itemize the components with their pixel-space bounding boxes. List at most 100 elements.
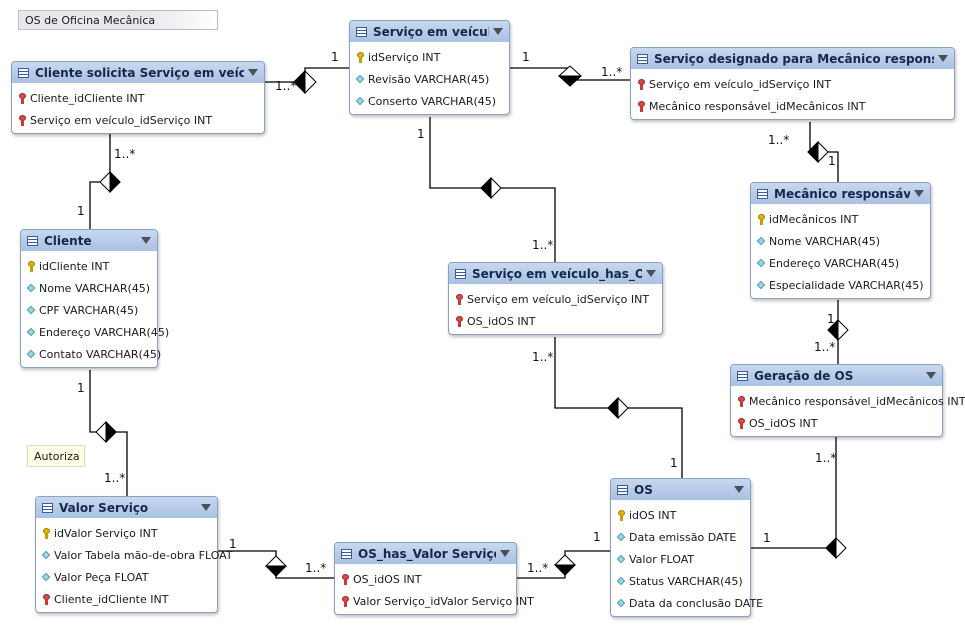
table-header[interactable]: OS_has_Valor Serviço (335, 543, 516, 564)
column-name: Status VARCHAR(45) (629, 574, 743, 588)
column-name: Valor Serviço_idValor Serviço INT (353, 594, 534, 608)
table-title: Mecânico responsável (774, 186, 910, 201)
column-row[interactable]: OS_idOS INT (335, 568, 516, 590)
column-name: idOS INT (629, 508, 677, 522)
table-header[interactable]: Cliente (21, 230, 157, 251)
column-row[interactable]: Mecânico responsável_idMecânicos INT (731, 390, 965, 412)
collapse-arrow-icon[interactable] (734, 486, 744, 493)
table-title: Serviço em veículo (373, 24, 489, 39)
table-cliente[interactable]: Cliente idCliente INT Nome VARCHAR(45)CPF … (20, 229, 169, 368)
column-row[interactable]: Serviço em veículo_idServiço INT (631, 73, 954, 95)
table-title: OS (634, 482, 653, 497)
column-row[interactable]: idServiço INT (350, 46, 509, 68)
column-row[interactable]: idOS INT (611, 504, 750, 526)
column-row[interactable]: Data da conclusão DATE (611, 592, 763, 614)
table-header[interactable]: Valor Serviço (36, 497, 217, 518)
table-servico-designado[interactable]: Serviço designado para Mecânico responsá… (630, 47, 955, 120)
table-icon (18, 67, 29, 78)
collapse-arrow-icon[interactable] (914, 190, 924, 197)
table-title: Serviço em veículo_has_OS (472, 266, 642, 281)
table-servico-has-os[interactable]: Serviço em veículo_has_OS Serviço em veíc… (448, 262, 663, 335)
table-icon (737, 370, 748, 381)
column-name: idMecânicos INT (769, 212, 859, 226)
column-row[interactable]: Cliente_idCliente INT (36, 588, 217, 610)
table-icon (42, 502, 53, 513)
table-title: Geração de OS (754, 368, 854, 383)
column-row[interactable]: Valor Serviço_idValor Serviço INT (335, 590, 534, 612)
table-header[interactable]: Mecânico responsável (751, 183, 930, 204)
collapse-arrow-icon[interactable] (646, 270, 656, 277)
table-icon (637, 53, 648, 64)
table-geracao-de-os[interactable]: Geração de OS Mecânico responsável_idMecâ… (730, 364, 965, 437)
column-name: idCliente INT (39, 259, 110, 273)
cardinality-label: 1..* (601, 65, 623, 79)
column-row[interactable]: Data emissão DATE (611, 526, 750, 548)
table-header[interactable]: Serviço designado para Mecânico responsá… (631, 48, 954, 69)
column-row[interactable]: OS_idOS INT (449, 310, 662, 332)
table-columns: OS_idOS INT Valor Serviço_idValor Serviço… (335, 564, 534, 614)
column-diamond-icon (356, 96, 365, 107)
column-name: Cliente_idCliente INT (30, 91, 145, 105)
column-diamond-icon (42, 550, 51, 561)
column-diamond-icon (42, 572, 51, 583)
table-columns: idCliente INT Nome VARCHAR(45)CPF VARCHAR… (21, 251, 169, 367)
column-row[interactable]: Endereço VARCHAR(45) (21, 321, 169, 343)
column-row[interactable]: Valor Tabela mão-de-obra FLOAT (36, 544, 233, 566)
column-name: Cliente_idCliente INT (54, 592, 169, 606)
column-row[interactable]: Revisão VARCHAR(45) (350, 68, 509, 90)
column-row[interactable]: Serviço em veículo_idServiço INT (12, 109, 264, 131)
column-row[interactable]: Valor Peça FLOAT (36, 566, 217, 588)
column-row[interactable]: Serviço em veículo_idServiço INT (449, 288, 662, 310)
column-name: Valor Peça FLOAT (54, 570, 149, 584)
column-row[interactable]: Contato VARCHAR(45) (21, 343, 161, 365)
column-row[interactable]: Mecânico responsável_idMecânicos INT (631, 95, 954, 117)
cardinality-label: 1..* (532, 238, 554, 252)
table-header[interactable]: Geração de OS (731, 365, 942, 386)
column-diamond-icon (757, 258, 766, 269)
column-row[interactable]: Especialidade VARCHAR(45) (751, 274, 930, 296)
column-row[interactable]: Nome VARCHAR(45) (751, 230, 930, 252)
column-row[interactable]: idMecânicos INT (751, 208, 930, 230)
collapse-arrow-icon[interactable] (500, 550, 510, 557)
table-header[interactable]: Cliente solicita Serviço em veículo (12, 62, 264, 83)
collapse-arrow-icon[interactable] (493, 28, 503, 35)
diagram-title-tab[interactable]: OS de Oficina Mecânica (18, 10, 218, 30)
table-columns: idMecânicos INT Nome VARCHAR(45)Endereço … (751, 204, 930, 298)
column-row[interactable]: idCliente INT (21, 255, 157, 277)
table-header[interactable]: Serviço em veículo_has_OS (449, 263, 662, 284)
diamond-icon (264, 565, 288, 577)
column-row[interactable]: Cliente_idCliente INT (12, 87, 264, 109)
table-header[interactable]: OS (611, 479, 750, 500)
note-autoriza[interactable]: Autoriza (27, 445, 85, 467)
cardinality-label: 1 (763, 531, 771, 545)
collapse-arrow-icon[interactable] (141, 237, 151, 244)
collapse-arrow-icon[interactable] (926, 372, 936, 379)
column-row[interactable]: Nome VARCHAR(45) (21, 277, 157, 299)
table-header[interactable]: Serviço em veículo (350, 21, 509, 42)
column-name: Contato VARCHAR(45) (39, 347, 162, 361)
table-icon (455, 268, 466, 279)
column-row[interactable]: CPF VARCHAR(45) (21, 299, 157, 321)
column-row[interactable]: Valor FLOAT (611, 548, 750, 570)
column-row[interactable]: Endereço VARCHAR(45) (751, 252, 930, 274)
column-row[interactable]: Conserto VARCHAR(45) (350, 90, 509, 112)
diamond-icon (825, 536, 837, 560)
table-mecanico-responsavel[interactable]: Mecânico responsável idMecânicos INT Nome … (750, 182, 931, 299)
cardinality-label: 1 (77, 381, 85, 395)
collapse-arrow-icon[interactable] (248, 69, 258, 76)
collapse-arrow-icon[interactable] (938, 55, 948, 62)
collapse-arrow-icon[interactable] (201, 504, 211, 511)
column-row[interactable]: Status VARCHAR(45) (611, 570, 750, 592)
column-row[interactable]: idValor Serviço INT (36, 522, 217, 544)
column-row[interactable]: OS_idOS INT (731, 412, 942, 434)
diamond-icon (807, 140, 819, 164)
